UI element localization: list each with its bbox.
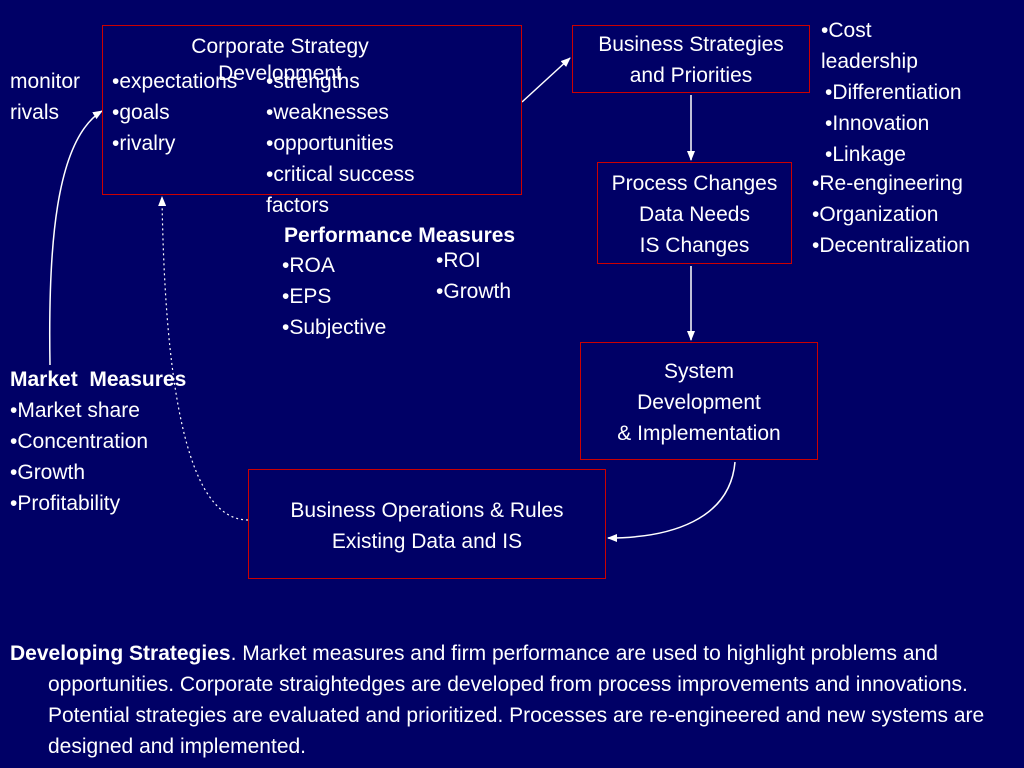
business-operations-text: Business Operations & Rules Existing Dat… — [248, 495, 606, 557]
monitor-label-line2: rivals — [10, 101, 60, 124]
dotted-arrow-operations-to-corporate — [158, 196, 249, 521]
monitor-rivals-label: monitor rivals — [10, 66, 80, 128]
list-item: •Linkage — [825, 143, 906, 166]
list-item: opportunities — [266, 128, 415, 159]
list-item: weaknesses — [266, 97, 415, 128]
process-changes-line2: Data Needs — [639, 203, 750, 226]
arrow-system-to-operations — [607, 461, 736, 542]
list-item: ROI — [436, 245, 511, 276]
market-measures-list: Market share Concentration Growth Profit… — [10, 395, 148, 519]
list-item: Market share — [10, 395, 148, 426]
corporate-strategy-title-line1: Corporate Strategy — [191, 35, 369, 58]
system-development-line2: Development — [637, 391, 761, 414]
performance-left-list: ROA EPS Subjective — [282, 250, 386, 343]
list-item: •Differentiation — [825, 81, 962, 104]
corporate-right-list-tail: factors — [266, 194, 330, 217]
corporate-right-list: strengths weaknesses opportunities criti… — [266, 66, 415, 190]
arrow-corporate-to-business — [521, 57, 571, 103]
list-item: Concentration — [10, 426, 148, 457]
list-item: Growth — [436, 276, 511, 307]
business-operations-box — [248, 469, 606, 579]
caption-paragraph: Developing Strategies. Market measures a… — [10, 638, 1024, 762]
process-changes-line1: Process Changes — [611, 172, 778, 195]
process-changes-text: Process Changes Data Needs IS Changes — [597, 168, 792, 261]
market-measures-title: Market Measures — [10, 368, 187, 391]
list-item: •Innovation — [825, 112, 930, 135]
arrow-market-to-corporate — [48, 110, 103, 366]
list-item: critical success — [266, 159, 414, 190]
business-operations-line2: Existing Data and IS — [331, 530, 523, 553]
list-item: EPS — [282, 281, 386, 312]
system-development-box — [580, 342, 818, 460]
strategy-options-list: •Cost leadership •Differentiation •Innov… — [821, 15, 962, 170]
caption-lead: Developing Strategies — [10, 642, 231, 665]
process-changes-box — [597, 162, 792, 264]
caption-text: . Market measures and firm performance a… — [48, 642, 985, 758]
list-item: expectations — [112, 66, 237, 97]
corporate-strategy-box — [102, 25, 522, 195]
list-item: strengths — [266, 66, 415, 97]
business-strategies-line2: and Priorities — [629, 64, 753, 87]
business-strategies-line1: Business Strategies — [598, 33, 784, 56]
list-item: Re-engineering — [812, 168, 970, 199]
list-item: Growth — [10, 457, 148, 488]
performance-right-list: ROI Growth — [436, 245, 511, 307]
list-item: •Cost — [821, 19, 872, 42]
list-item: Decentralization — [812, 230, 970, 261]
list-item: rivalry — [112, 128, 237, 159]
list-item: Organization — [812, 199, 970, 230]
corporate-left-list: expectations goals rivalry — [112, 66, 237, 159]
list-item: Profitability — [10, 488, 148, 519]
business-strategies-box — [572, 25, 810, 93]
business-operations-line1: Business Operations & Rules — [290, 499, 564, 522]
performance-measures-title: Performance Measures — [284, 224, 516, 247]
system-development-line3: & Implementation — [617, 422, 781, 445]
monitor-label-line1: monitor — [10, 70, 81, 93]
list-item: ROA — [282, 250, 386, 281]
list-item: Subjective — [282, 312, 386, 343]
system-development-line1: System — [663, 360, 734, 383]
list-item: leadership — [821, 50, 918, 73]
process-changes-line3: IS Changes — [639, 234, 750, 257]
list-item: goals — [112, 97, 237, 128]
process-options-list: Re-engineering Organization Decentraliza… — [812, 168, 970, 261]
system-development-text: System Development & Implementation — [580, 356, 818, 449]
business-strategies-text: Business Strategies and Priorities — [572, 29, 810, 91]
